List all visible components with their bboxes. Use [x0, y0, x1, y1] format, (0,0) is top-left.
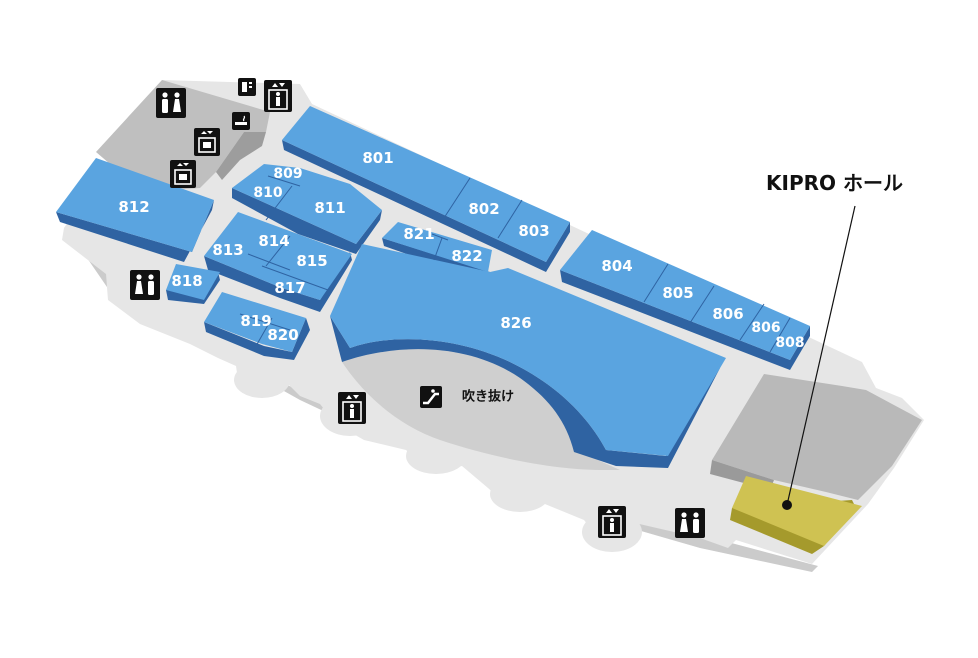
- room-label-806[interactable]: 806: [712, 305, 743, 323]
- room-label-811[interactable]: 811: [314, 199, 345, 217]
- room-label-817[interactable]: 817: [274, 279, 305, 297]
- service-area-northwest: [96, 80, 270, 190]
- room-label-808[interactable]: 808: [775, 335, 804, 351]
- room-labels: 801 802 803 804 805 806 806 808 809 810 …: [118, 149, 804, 351]
- room-label-802[interactable]: 802: [468, 200, 499, 218]
- smoking-room-icon: [232, 112, 250, 130]
- elevator-icon: [264, 80, 292, 112]
- room-dividers: [239, 175, 791, 353]
- room-label-821[interactable]: 821: [403, 225, 434, 243]
- restroom-icon: [675, 508, 705, 538]
- room-label-809[interactable]: 809: [273, 166, 302, 182]
- room-label-812[interactable]: 812: [118, 198, 149, 216]
- room-label-801[interactable]: 801: [362, 149, 393, 167]
- rooms: [56, 106, 810, 468]
- room-label-806-b[interactable]: 806: [751, 320, 780, 336]
- atrium-void: [342, 349, 620, 470]
- restroom-icon: [130, 270, 160, 300]
- kipro-hall[interactable]: [732, 476, 862, 546]
- service-area-east: [712, 374, 922, 500]
- service-elevator-icon: [170, 160, 196, 188]
- kipro-hall-callout[interactable]: KIPRO ホール: [766, 171, 903, 195]
- room-label-818[interactable]: 818: [171, 272, 202, 290]
- room-label-810[interactable]: 810: [253, 185, 282, 201]
- room-label-805[interactable]: 805: [662, 284, 693, 302]
- service-area-northwest-side: [216, 132, 266, 180]
- room-label-820[interactable]: 820: [267, 326, 298, 344]
- room-label-815[interactable]: 815: [296, 252, 327, 270]
- escalator-icon: [420, 386, 442, 408]
- room-label-813[interactable]: 813: [212, 241, 243, 259]
- service-elevator-icon: [194, 128, 220, 156]
- elevator-icon: [338, 392, 366, 424]
- elevator-icon: [598, 506, 626, 538]
- room-label-822[interactable]: 822: [451, 247, 482, 265]
- room-label-804[interactable]: 804: [601, 257, 632, 275]
- room-label-819[interactable]: 819: [240, 312, 271, 330]
- atrium-label: 吹き抜け: [462, 389, 514, 405]
- floor-bumps: [234, 362, 642, 552]
- room-label-826[interactable]: 826: [500, 314, 531, 332]
- room-label-803[interactable]: 803: [518, 222, 549, 240]
- room-label-814[interactable]: 814: [258, 232, 289, 250]
- restroom-icon: [156, 88, 186, 118]
- callout-leader-line: [786, 205, 856, 506]
- information-board-icon: [238, 78, 256, 96]
